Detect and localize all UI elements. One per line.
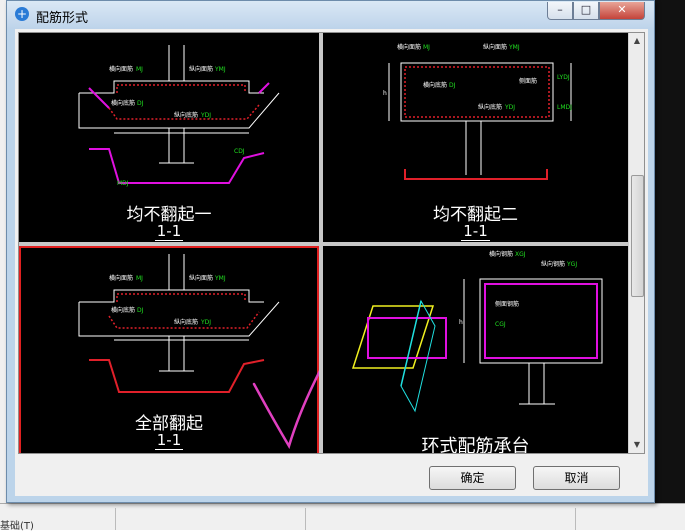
svg-text:DJ: DJ [137, 100, 144, 107]
svg-text:纵向面筋: 纵向面筋 [483, 43, 507, 51]
svg-text:纵向钢筋: 纵向钢筋 [541, 260, 565, 268]
svg-text:h: h [383, 90, 387, 97]
svg-text:YDJ: YDJ [200, 112, 211, 119]
scrollbar-thumb[interactable] [631, 175, 644, 297]
ok-button[interactable]: 确定 [429, 466, 516, 490]
option-label: 均不翻起二 [433, 205, 518, 225]
diagram-ring-cap: 横向钢筋 纵向钢筋 h 侧面钢筋 XGJ YGJ CGJ [351, 250, 603, 413]
option-label: 均不翻起一 [126, 205, 212, 225]
section-label: 1-1 [461, 222, 490, 241]
option-label: 全部翻起 [135, 414, 203, 434]
diagram-none-raised-two: 横向面筋 纵向面筋 横向底筋 纵向底筋 侧面筋 h MJ YMJ DJ YDJ … [383, 43, 572, 180]
grid-divider-horizontal [19, 242, 644, 246]
svg-text:LYDJ: LYDJ [557, 74, 570, 81]
svg-text:XGJ: XGJ [515, 251, 526, 258]
svg-text:LMDJ: LMDJ [557, 104, 572, 111]
svg-text:DJ: DJ [449, 82, 456, 89]
svg-text:侧面筋: 侧面筋 [519, 77, 537, 85]
diagram-none-raised-one: 横向面筋 纵向面筋 横向底筋 纵向底筋 MJ YMJ DJ YDJ MDJ CD… [78, 45, 280, 187]
background-app-canvas [655, 0, 685, 529]
svg-text:纵向面筋: 纵向面筋 [189, 274, 213, 282]
svg-text:YMJ: YMJ [214, 66, 226, 73]
svg-text:MJ: MJ [423, 44, 430, 51]
scroll-up-arrow-icon[interactable]: ▲ [633, 36, 641, 45]
svg-text:侧面钢筋: 侧面钢筋 [495, 300, 519, 308]
diagram-all-raised: 横向面筋 纵向面筋 横向底筋 纵向底筋 MJ YMJ DJ YDJ [78, 254, 319, 450]
vertical-scrollbar[interactable]: ▲ ▼ [628, 33, 644, 453]
svg-text:纵向底筋: 纵向底筋 [174, 318, 198, 326]
svg-text:横向底筋: 横向底筋 [423, 81, 447, 89]
svg-text:纵向面筋: 纵向面筋 [189, 65, 213, 73]
svg-text:h: h [459, 319, 463, 326]
svg-text:CGJ: CGJ [495, 321, 506, 328]
maximize-button[interactable]: □ [573, 2, 599, 20]
background-status-text: 基础(T) [0, 521, 34, 532]
svg-text:YDJ: YDJ [200, 319, 211, 326]
svg-text:CDJ: CDJ [234, 148, 245, 155]
scroll-down-arrow-icon[interactable]: ▼ [633, 440, 641, 449]
svg-text:纵向底筋: 纵向底筋 [478, 103, 502, 111]
section-label: 1-1 [154, 431, 184, 450]
option-all-raised[interactable]: 横向面筋 纵向面筋 横向底筋 纵向底筋 MJ YMJ DJ YDJ 全部翻起 1… [19, 246, 319, 453]
option-none-raised-one[interactable]: 横向面筋 纵向面筋 横向底筋 纵向底筋 MJ YMJ DJ YDJ MDJ CD… [19, 33, 319, 242]
svg-text:YGJ: YGJ [566, 261, 577, 268]
close-button[interactable]: ✕ [599, 2, 645, 20]
svg-text:MJ: MJ [136, 66, 143, 73]
svg-text:YMJ: YMJ [508, 44, 520, 51]
option-ring-cap[interactable]: 横向钢筋 纵向钢筋 h 侧面钢筋 XGJ YGJ CGJ 环式配筋承台 [323, 246, 628, 454]
svg-text:横向面筋: 横向面筋 [397, 43, 421, 51]
svg-text:DJ: DJ [137, 307, 144, 314]
svg-text:MJ: MJ [136, 275, 143, 282]
title-bar[interactable]: + 配筋形式 – □ ✕ [7, 1, 654, 29]
window-title: 配筋形式 [36, 11, 89, 26]
svg-text:MDJ: MDJ [117, 180, 129, 187]
svg-text:YMJ: YMJ [214, 275, 226, 282]
rebar-options-grid: 横向面筋 纵向面筋 横向底筋 纵向底筋 MJ YMJ DJ YDJ MDJ CD… [18, 32, 645, 454]
minimize-button[interactable]: – [547, 2, 573, 20]
option-none-raised-two[interactable]: 横向面筋 纵向面筋 横向底筋 纵向底筋 侧面筋 h MJ YMJ DJ YDJ … [323, 33, 628, 242]
svg-text:横向底筋: 横向底筋 [111, 306, 135, 314]
svg-text:横向面筋: 横向面筋 [109, 274, 133, 282]
dialog-body: 横向面筋 纵向面筋 横向底筋 纵向底筋 MJ YMJ DJ YDJ MDJ CD… [15, 29, 648, 496]
svg-text:横向钢筋: 横向钢筋 [489, 250, 513, 258]
section-label: 1-1 [154, 222, 184, 241]
svg-text:YDJ: YDJ [504, 104, 515, 111]
svg-text:纵向底筋: 纵向底筋 [174, 111, 198, 119]
option-label: 环式配筋承台 [421, 436, 530, 454]
app-icon: + [15, 7, 29, 21]
svg-text:横向面筋: 横向面筋 [109, 65, 133, 73]
cancel-button[interactable]: 取消 [533, 466, 620, 490]
background-status-area: 基础(T) [0, 503, 685, 532]
rebar-form-dialog: + 配筋形式 – □ ✕ [6, 0, 655, 503]
svg-text:横向底筋: 横向底筋 [111, 99, 135, 107]
